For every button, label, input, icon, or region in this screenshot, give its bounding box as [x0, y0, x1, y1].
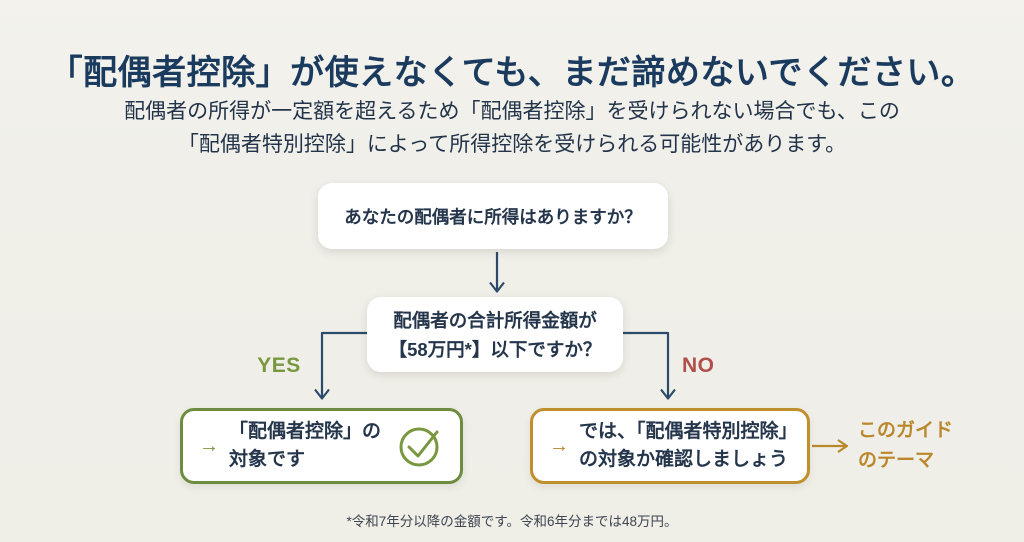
- page-subtitle: 配偶者の所得が一定額を超えるため「配偶者控除」を受けられない場合でも、この 「配…: [0, 95, 1024, 161]
- question-box-threshold: 配偶者の合計所得金額が 【58万円*】以下ですか？: [367, 297, 623, 372]
- footnote: *令和7年分以降の金額です。令和6年分までは48万円。: [346, 514, 678, 529]
- guide-theme-note: このガイド のテーマ: [858, 416, 953, 476]
- check-circle-icon: [394, 420, 446, 472]
- right-arrow-icon: →: [199, 434, 219, 457]
- question-threshold-line-1: 配偶者の合計所得金額が: [393, 309, 597, 331]
- theme-note-line-2: のテーマ: [858, 450, 935, 471]
- question-box-income: あなたの配偶者に所得はありますか？: [318, 183, 668, 249]
- no-label: NO: [682, 354, 715, 377]
- arrow-q1-to-q2: [489, 252, 505, 293]
- subtitle-line-2: 「配偶者特別控除」によって所得控除を受けられる可能性があります。: [177, 133, 847, 156]
- result-box-special-deduction: → では、「配偶者特別控除」 の対象か確認しましょう: [530, 408, 810, 484]
- subtitle-line-1: 配偶者の所得が一定額を超えるため「配偶者控除」を受けられない場合でも、この: [124, 100, 900, 123]
- result-special-deduction-text: では、「配偶者特別控除」 の対象か確認しましょう: [579, 418, 798, 474]
- question-box-income-text: あなたの配偶者に所得はありますか？: [344, 206, 642, 227]
- page-title: 「配偶者控除」が使えなくても、まだ諦めないでください。: [48, 53, 976, 92]
- result-yes-line-1: 「配偶者控除」の: [229, 421, 382, 442]
- result-yes-line-2: 対象です: [229, 449, 306, 470]
- result-box-spousal-deduction: → 「配偶者控除」の 対象です: [180, 408, 463, 484]
- yes-label: YES: [257, 354, 301, 377]
- yes-branch-connector: [314, 331, 367, 400]
- theme-arrow-connector: [812, 439, 849, 453]
- result-no-line-1: では、「配偶者特別控除」: [579, 421, 798, 442]
- right-arrow-icon: →: [549, 434, 569, 457]
- theme-note-line-1: このガイド: [858, 420, 954, 441]
- no-branch-connector: [623, 331, 676, 400]
- result-no-line-2: の対象か確認しましょう: [579, 449, 789, 470]
- result-spousal-deduction-text: 「配偶者控除」の 対象です: [229, 418, 381, 474]
- question-threshold-line-2: 【58万円*】以下ですか？: [388, 338, 602, 360]
